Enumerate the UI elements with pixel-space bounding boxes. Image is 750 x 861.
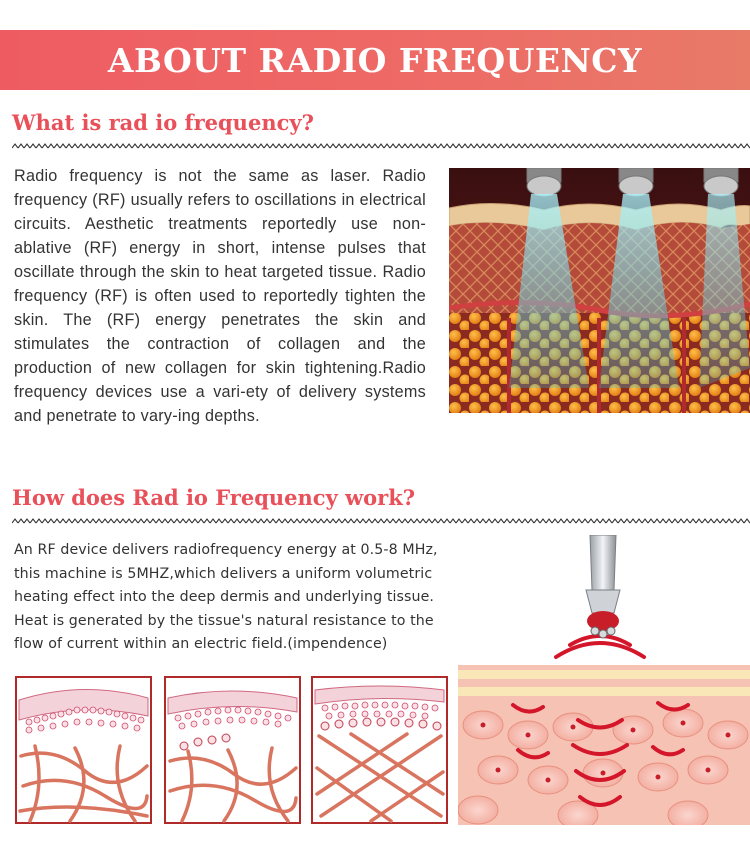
- page-title: ABOUT RADIO FREQUENCY: [107, 40, 643, 80]
- rf-description-paragraph: Radio frequency is not the same as laser…: [14, 167, 426, 425]
- zigzag-divider: [12, 517, 750, 525]
- zigzag-divider: [12, 142, 750, 150]
- section-title-how-rf-works: How does Rad io Frequency work?: [12, 485, 416, 510]
- rf-mechanism-paragraph: An RF device delivers radiofrequency ene…: [14, 542, 438, 652]
- collagen-stage-3-image: [311, 676, 448, 824]
- rf-skin-layers-image: [449, 168, 750, 413]
- header-banner: ABOUT RADIO FREQUENCY: [0, 30, 750, 90]
- section-title-what-is-rf: What is rad io frequency?: [12, 110, 314, 135]
- rf-device-heating-image: [458, 535, 750, 825]
- collagen-stage-2-image: [164, 676, 301, 824]
- collagen-stage-1-image: [15, 676, 152, 824]
